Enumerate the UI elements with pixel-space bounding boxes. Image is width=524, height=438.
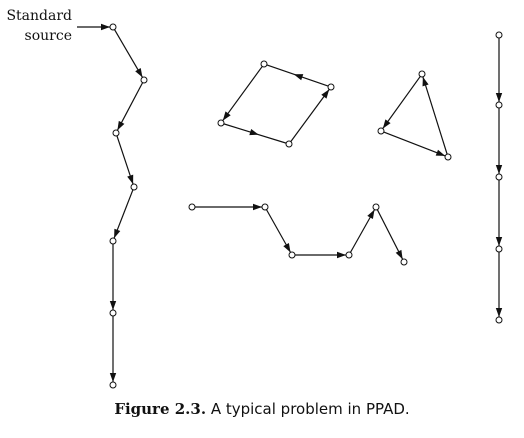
edge-cE-cF: [376, 209, 404, 260]
arrowhead-vA-vB: [495, 93, 503, 102]
node-pTop: [260, 60, 268, 68]
figure-caption: Figure 2.3. A typical problem in PPAD.: [0, 400, 524, 418]
node-vC: [495, 173, 503, 181]
arrowhead-cB-cC: [283, 243, 291, 253]
node-cE: [372, 203, 380, 211]
standard-source-label-line1: Standard: [6, 8, 72, 24]
node-sE: [109, 237, 117, 245]
arrowhead-cE-cF: [395, 249, 403, 260]
arrowhead-sF-sG: [109, 373, 117, 382]
node-sG: [109, 381, 117, 389]
edge-pBot-pRight: [290, 89, 330, 142]
edge-tLeft-tRight: [383, 131, 446, 157]
node-vE: [495, 316, 503, 324]
arrowhead-sE-sF: [109, 301, 117, 310]
arrowhead-sD-sE: [114, 228, 121, 239]
node-tTop: [418, 70, 426, 78]
node-tLeft: [377, 127, 385, 135]
arrowhead-vC-vD: [495, 237, 503, 246]
arrowhead-sC-sD: [127, 174, 134, 185]
node-vA: [495, 31, 503, 39]
node-vB: [495, 101, 503, 109]
node-sD: [130, 183, 138, 191]
edge-sB-sC: [116, 82, 144, 131]
edge-tRight-tTop: [422, 76, 448, 155]
node-pBot: [285, 140, 293, 148]
node-sC: [112, 129, 120, 137]
arrowhead-tTop-tLeft: [382, 119, 391, 129]
arrowhead-pTop-pLeft: [222, 111, 231, 121]
source-incoming-arrowhead: [101, 23, 110, 31]
arrowhead-vD-vE: [495, 308, 503, 317]
arrowhead-pBot-pRight: [321, 89, 330, 99]
node-pRight: [327, 83, 335, 91]
arrowhead-pLeft-pBot: [249, 129, 259, 136]
figure-caption-text: A typical problem in PPAD.: [210, 400, 410, 418]
edge-sA-sB: [113, 29, 144, 78]
edge-pTop-pLeft: [222, 66, 263, 121]
node-pLeft: [217, 119, 225, 127]
arrowhead-cC-cD: [337, 251, 346, 259]
node-sB: [140, 76, 148, 84]
arrowhead-vB-vC: [495, 165, 503, 174]
node-cA: [188, 203, 196, 211]
figure-caption-label: Figure 2.3.: [114, 400, 207, 418]
node-sA: [109, 23, 117, 31]
arrowhead-tLeft-tRight: [435, 149, 446, 156]
arrowhead-pRight-pTop: [293, 74, 304, 81]
arrowhead-sA-sB: [135, 68, 143, 78]
arrowhead-cA-cB: [253, 203, 262, 211]
node-cC: [288, 251, 296, 259]
standard-source-label-line2: source: [24, 28, 72, 44]
arrowhead-cD-cE: [367, 209, 375, 219]
node-cF: [400, 258, 408, 266]
node-sF: [109, 309, 117, 317]
node-cB: [261, 203, 269, 211]
arrowhead-tRight-tTop: [422, 76, 429, 87]
edge-tTop-tLeft: [382, 76, 421, 129]
node-tRight: [444, 153, 452, 161]
node-vD: [495, 245, 503, 253]
node-cD: [345, 251, 353, 259]
arrowhead-sB-sC: [117, 120, 125, 131]
